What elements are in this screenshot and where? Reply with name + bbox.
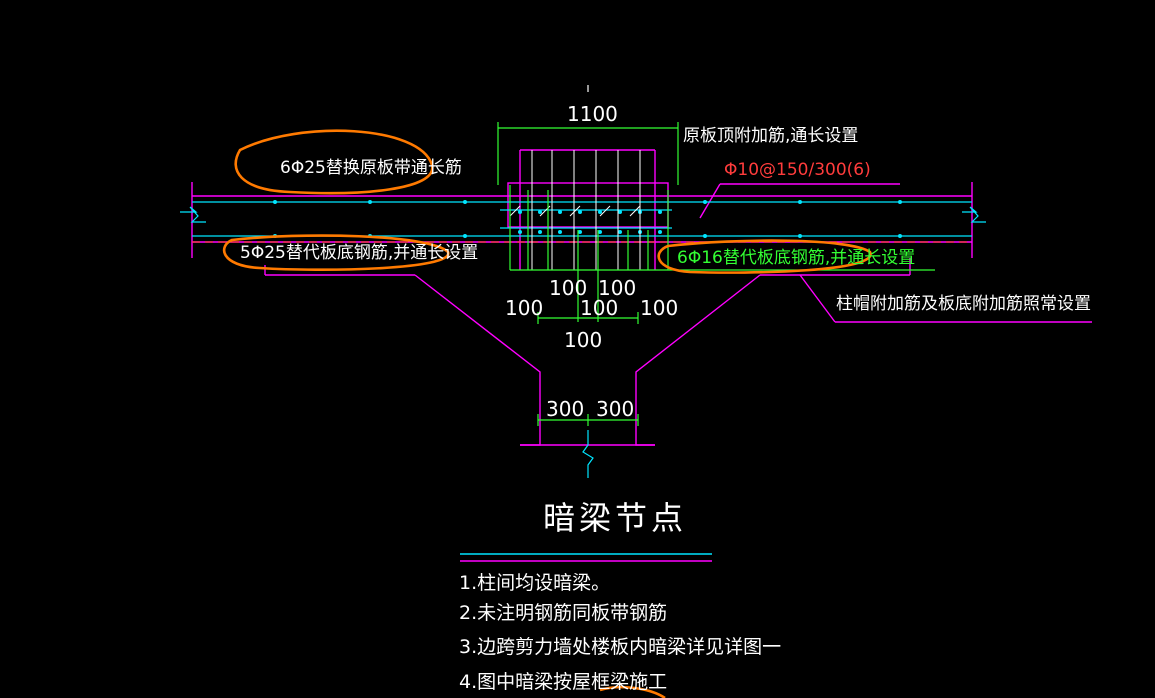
dimension-100: 100 xyxy=(580,296,619,320)
note-1: 1.柱间均设暗梁。 xyxy=(459,572,611,594)
stirrups xyxy=(509,150,641,270)
label-top-bars: 6Φ25替换原板带通长筋 xyxy=(280,158,462,178)
note-4: 4.图中暗梁按屋框梁施工 xyxy=(459,671,668,693)
dimension-100: 100 xyxy=(564,328,603,352)
label-bottom-left-bars: 5Φ25替代板底钢筋,并通长设置 xyxy=(240,243,479,263)
note-2: 2.未注明钢筋同板带钢筋 xyxy=(459,602,668,624)
dimension-top-span: 1100 xyxy=(567,102,618,126)
drawing-title: 暗梁节点 xyxy=(543,499,688,537)
dimension-100: 100 xyxy=(640,296,679,320)
note-3: 3.边跨剪力墙处楼板内暗梁详见详图一 xyxy=(459,636,782,658)
dimension-100: 100 xyxy=(549,276,588,300)
label-top-note: 原板顶附加筋,通长设置 xyxy=(683,126,859,146)
dimension-lines xyxy=(497,122,935,426)
label-cap-note: 柱帽附加筋及板底附加筋照常设置 xyxy=(836,294,1091,314)
label-stirrup: Φ10@150/300(6) xyxy=(724,160,871,180)
rebars xyxy=(192,201,972,237)
rebar-dots xyxy=(273,200,902,238)
dimension-100: 100 xyxy=(598,276,637,300)
dimension-col-right: 300 xyxy=(596,397,635,421)
dimension-col-left: 300 xyxy=(546,397,585,421)
label-bottom-right-bars: 6Φ16替代板底钢筋,并通长设置 xyxy=(677,248,916,268)
title-underline xyxy=(460,553,712,562)
dimension-100: 100 xyxy=(505,296,544,320)
break-marks xyxy=(180,85,986,478)
highlight-marks xyxy=(222,129,872,698)
